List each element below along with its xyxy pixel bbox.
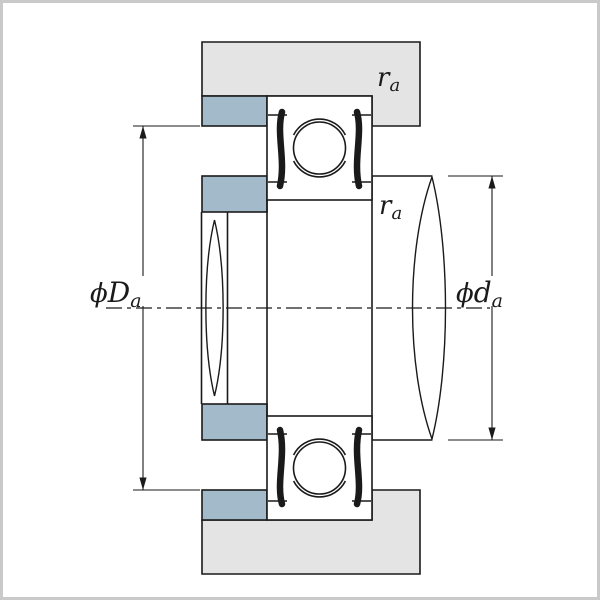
inner-ring-abutment-bottom xyxy=(201,403,268,441)
label-shaft-fillet-radius: ra xyxy=(379,191,402,224)
label-housing-fillet-radius: ra xyxy=(377,63,400,96)
label-mask xyxy=(450,276,514,306)
arrow-down-icon xyxy=(139,477,147,490)
arrow-up-icon xyxy=(488,176,496,189)
labels: ϕDa ϕda ra ra xyxy=(90,63,503,312)
arrow-up-icon xyxy=(139,126,147,139)
dimension-subscript: a xyxy=(130,290,141,312)
arrowheads xyxy=(139,126,496,490)
phi-symbol: ϕ xyxy=(456,279,474,309)
dimension-shaft-abutment xyxy=(448,175,503,441)
dimension-letter: D xyxy=(107,276,130,309)
dimension-letter: r xyxy=(377,63,391,93)
label-mask xyxy=(84,276,148,306)
arrow-down-icon xyxy=(488,427,496,440)
left-break-line xyxy=(205,219,224,397)
label-shaft-abutment-diameter: ϕda xyxy=(456,276,503,312)
dimension-letter: r xyxy=(379,191,393,221)
label-housing-abutment-diameter: ϕDa xyxy=(90,276,142,312)
dimension-subscript: a xyxy=(492,290,503,312)
outer-ring-abutment-bottom xyxy=(201,489,268,521)
dimension-letter: d xyxy=(474,276,492,309)
dimension-housing-abutment xyxy=(133,125,200,491)
outer-ring-abutment-top xyxy=(201,95,268,127)
dimension-subscript: a xyxy=(391,203,402,224)
dimension-subscript: a xyxy=(389,75,400,96)
shaft-shoulder-surfaces xyxy=(372,175,432,441)
bearing-top xyxy=(267,96,372,200)
phi-symbol: ϕ xyxy=(90,279,108,309)
bearing-bottom xyxy=(267,416,372,520)
inner-ring-abutment-top xyxy=(201,175,268,213)
linework xyxy=(106,41,503,575)
